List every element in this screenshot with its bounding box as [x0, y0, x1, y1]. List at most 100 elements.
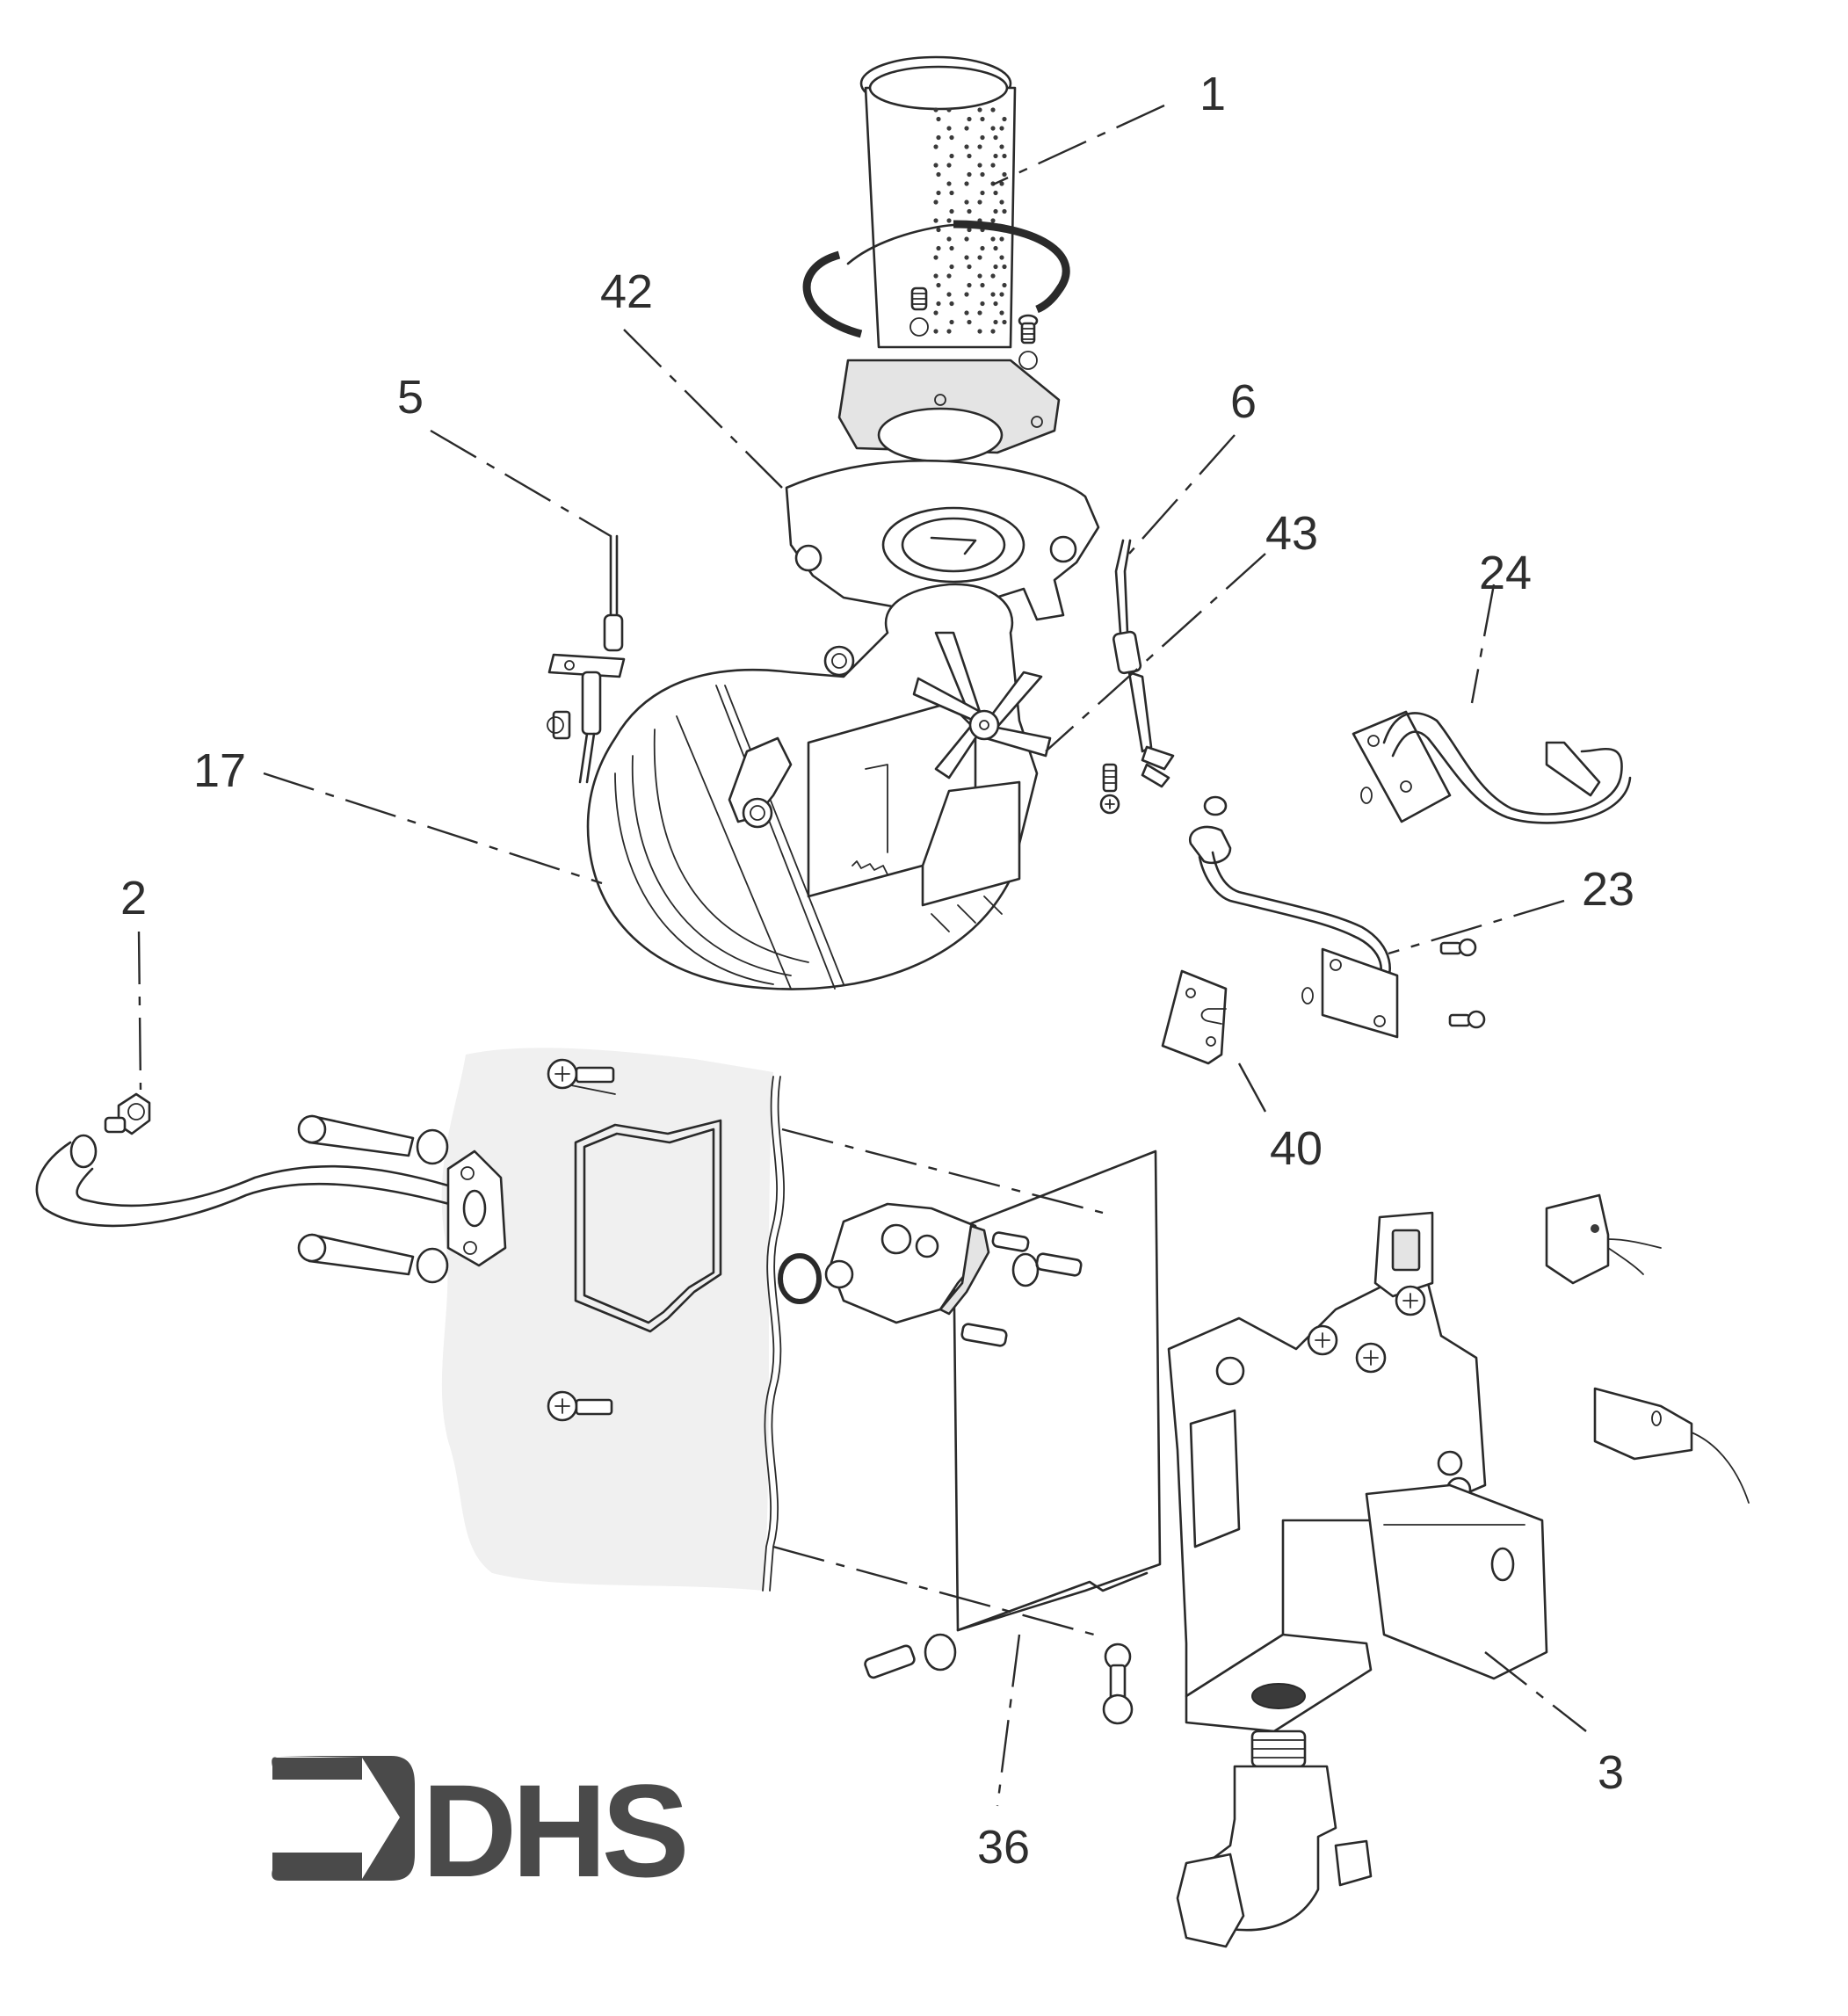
logo-text: DHS: [422, 1757, 685, 1904]
callout-labels: 1 42 5 6 43 24 17 2 23 40 36 3: [120, 68, 1634, 1874]
perforation-dot: [946, 236, 952, 242]
perforation-dot: [999, 144, 1004, 149]
perforation-dot: [999, 236, 1004, 242]
callout-2: 2: [120, 872, 147, 925]
perforation-dot: [1002, 208, 1007, 214]
clamp-plate: [1161, 969, 1228, 1065]
perforation-dot: [964, 144, 969, 149]
perforation-dot: [949, 134, 954, 141]
fan-housing: [586, 583, 1052, 990]
perforation-dot: [946, 292, 952, 297]
perforation-dot: [949, 245, 954, 251]
perforation-dot: [990, 126, 996, 131]
perforation-dot: [936, 190, 941, 196]
perforation-dot: [990, 107, 996, 112]
perforation-dot: [946, 273, 952, 279]
perforation-dot: [993, 153, 998, 159]
perforation-dot: [967, 171, 972, 178]
perforation-dot: [946, 163, 952, 168]
perforation-dot: [977, 199, 982, 205]
perforation-dot: [949, 153, 954, 159]
hook-bracket: [1352, 710, 1632, 824]
perforation-dot: [993, 134, 998, 141]
screw-icon: [547, 1390, 613, 1422]
perforation-dot: [933, 255, 938, 260]
perforation-dot: [964, 310, 969, 315]
perforation-dot: [999, 310, 1004, 315]
perforation-dot: [967, 208, 972, 214]
perforation-dot: [999, 181, 1004, 186]
screw-icon: [1439, 938, 1477, 957]
perforation-dot: [977, 310, 982, 315]
perforation-dot: [1002, 264, 1007, 270]
perforation-dot: [1002, 282, 1007, 288]
perforation-dot: [993, 319, 998, 325]
gasket: [574, 1119, 722, 1333]
perforation-dot: [980, 282, 985, 288]
perforation-dot: [990, 218, 996, 223]
callout-1: 1: [1199, 68, 1226, 120]
mounting-line: [570, 1084, 616, 1095]
perforation-dot: [946, 329, 952, 334]
perforation-dot: [967, 264, 972, 270]
connector-plug: [1545, 1193, 1662, 1285]
callout-3: 3: [1598, 1746, 1624, 1799]
screw-icon: [1448, 1010, 1486, 1029]
callout-36: 36: [977, 1821, 1030, 1874]
leader-lines: [137, 104, 1587, 1807]
perforation-dot: [977, 273, 982, 279]
flame-sensor: [1112, 539, 1175, 788]
screw-icon: [910, 286, 929, 337]
perforation-dot: [1002, 153, 1007, 159]
perforation-dot: [949, 301, 954, 307]
callout-42: 42: [600, 265, 653, 318]
gas-pipe: [35, 1092, 507, 1284]
connector-plug: [1593, 1387, 1750, 1504]
perforation-dot: [977, 255, 982, 260]
perforation-dot: [990, 273, 996, 279]
perforation-dot: [980, 116, 985, 122]
callout-24: 24: [1479, 547, 1532, 599]
perforation-dot: [977, 144, 982, 149]
perforation-dot: [933, 199, 938, 205]
callout-40: 40: [1270, 1122, 1323, 1175]
dhs-logo: DHS: [272, 1756, 691, 1904]
perforation-dot: [949, 319, 954, 325]
callout-5: 5: [397, 371, 424, 424]
perforation-dot: [946, 126, 952, 131]
perforation-dot: [980, 134, 985, 141]
perforation-dot: [980, 171, 985, 178]
perforation-dot: [999, 255, 1004, 260]
perforation-dot: [936, 134, 941, 141]
perforation-dot: [1002, 171, 1007, 178]
gas-valve: [1167, 1211, 1548, 1948]
perforation-dot: [964, 199, 969, 205]
perforation-pattern: [933, 107, 1007, 334]
perforation-dot: [946, 107, 952, 112]
pressure-regulator-plate: [778, 1202, 1083, 1347]
perforation-dot: [964, 126, 969, 131]
perforation-dot: [933, 163, 938, 168]
perforation-dot: [933, 218, 938, 223]
perforation-dot: [999, 292, 1004, 297]
perforation-dot: [964, 236, 969, 242]
perforation-dot: [933, 273, 938, 279]
perforation-dot: [936, 171, 941, 178]
perforation-dot: [990, 236, 996, 242]
screw-icon: [1099, 763, 1120, 815]
perforation-dot: [990, 329, 996, 334]
pilot-pipe: [1188, 825, 1399, 1039]
perforation-dot: [980, 190, 985, 196]
perforation-dot: [964, 292, 969, 297]
perforation-dot: [936, 301, 941, 307]
burner-tube: [859, 55, 1017, 349]
perforation-dot: [993, 264, 998, 270]
perforation-dot: [993, 208, 998, 214]
perforation-dot: [936, 245, 941, 251]
perforation-dot: [949, 208, 954, 214]
burner-head: [785, 460, 1100, 621]
mounting-plate: [864, 1149, 1162, 1725]
perforation-dot: [967, 116, 972, 122]
